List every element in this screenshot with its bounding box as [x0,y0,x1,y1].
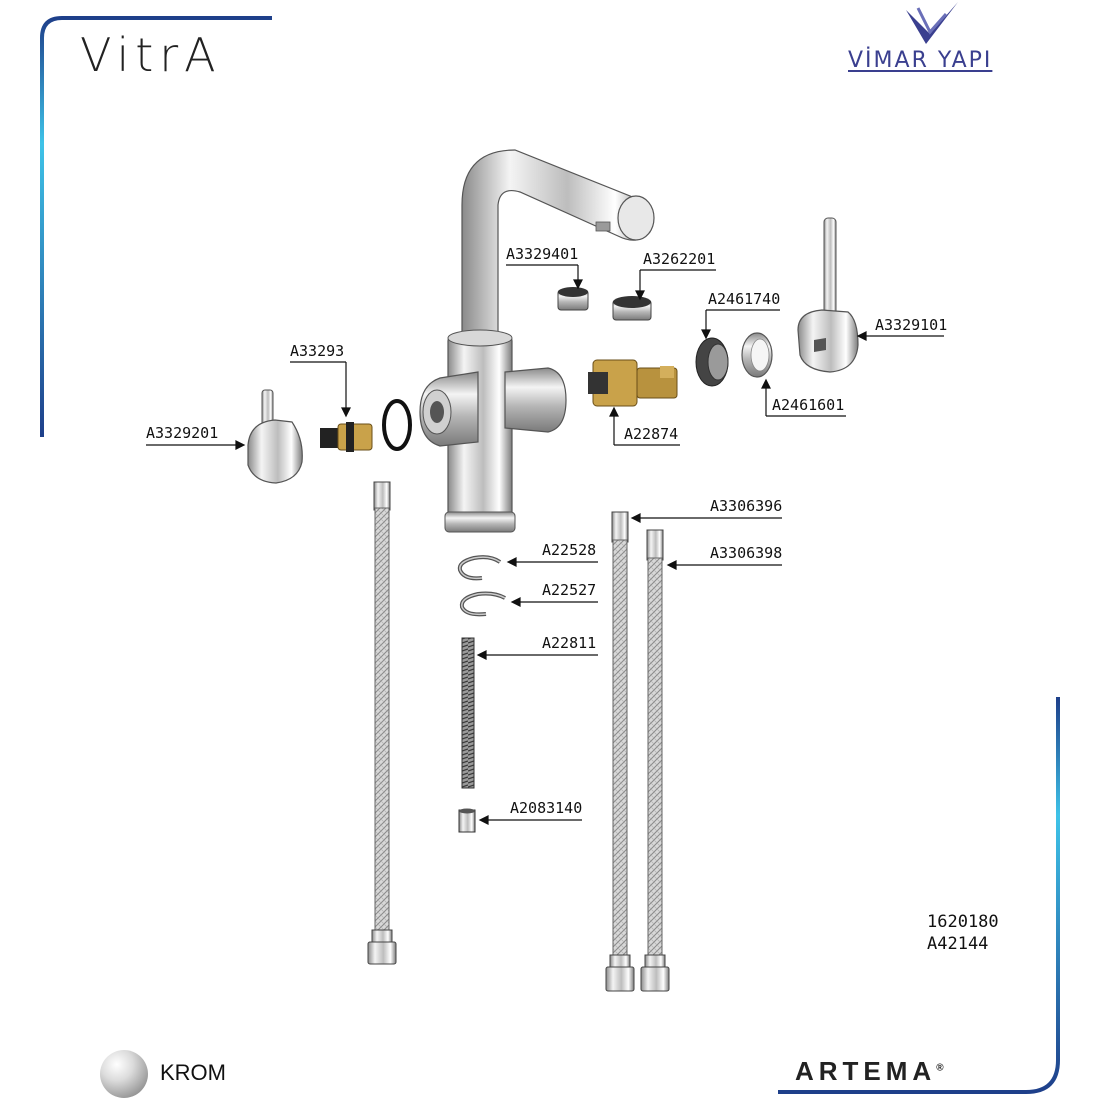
part-label-clip-a: A22528 [542,541,596,559]
cartridge-nut [695,337,729,387]
lever-handle-right [797,217,859,373]
hose-b [640,529,670,992]
trim-ring [741,332,773,378]
finish-label: KROM [160,1060,226,1085]
faucet-body [419,329,567,533]
o-ring [382,399,412,451]
valve-left [320,422,373,452]
artema-wordmark: ARTEMA [795,1056,937,1086]
clip-b [459,591,506,617]
finish-swatch-icon [100,1050,148,1098]
hose-a [605,511,635,992]
part-label-hose-b: A3306398 [710,544,782,562]
part-label-ring: A2461601 [772,396,844,414]
product-code-primary: 1620180 [927,912,999,932]
part-label-hose-a: A3306396 [710,497,782,515]
faucet-spout [461,149,655,341]
part-label-threaded-rod: A22811 [542,634,596,652]
ceramic-cartridge [588,359,678,407]
part-label-handle-left: A3329201 [146,424,218,442]
part-label-lever-handle-right: A3329101 [875,316,947,334]
part-label-valve-left: A33293 [290,342,344,360]
registered-mark: ® [936,1062,944,1074]
product-code-secondary: A42144 [927,934,989,954]
vimar-yapi-wordmark: VİMAR YAPI [848,48,993,73]
aerator-b [612,296,652,321]
vimar-yapi-logo-icon [906,2,958,44]
part-label-cartridge: A22874 [624,425,678,443]
hose-left [367,481,397,965]
part-label-aerator-b: A3262201 [643,250,715,268]
threaded-rod [461,637,475,789]
part-label-sleeve-nut: A2083140 [510,799,582,817]
part-label-clip-b: A22527 [542,581,596,599]
artema-logo: ARTEMA® [795,1056,944,1087]
vitra-logo: VitrA [80,28,222,82]
sleeve-nut [458,808,476,833]
aerator-a [557,287,589,311]
part-label-aerator-a: A3329401 [506,245,578,263]
part-label-nut: A2461740 [708,290,780,308]
handle-left [247,389,303,484]
clip-a [457,555,502,581]
leader-lines [146,264,944,825]
